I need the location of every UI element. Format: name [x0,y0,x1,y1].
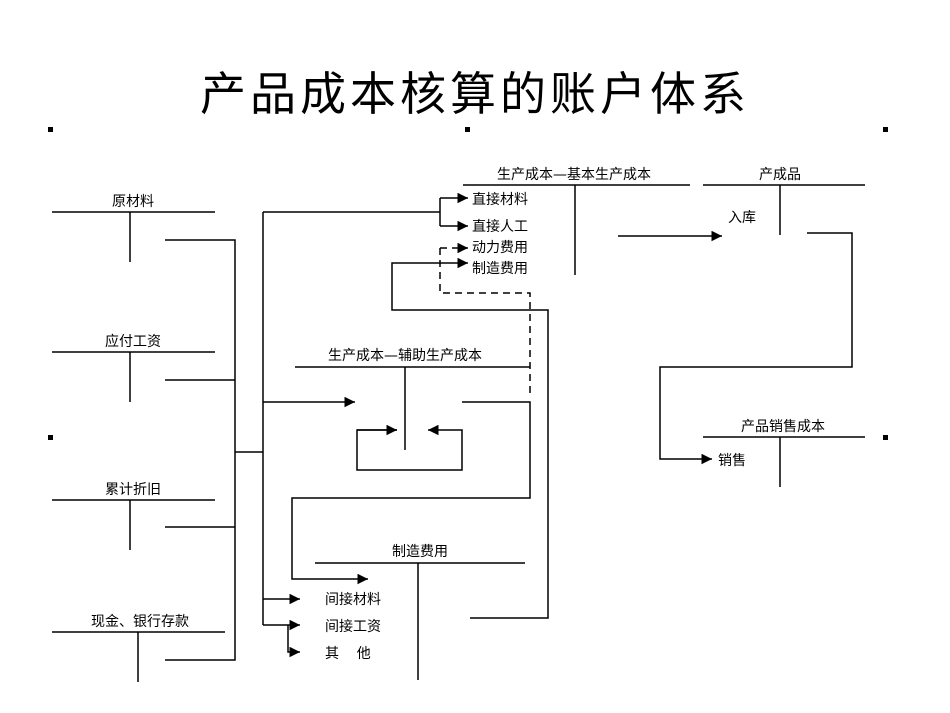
label-warehousing: 入库 [728,210,756,226]
selection-handle-top-left[interactable] [48,127,53,132]
label-finished-goods: 产成品 [759,167,801,183]
label-accum-depreciation: 累计折旧 [105,482,161,498]
item-indirect-wages: 间接工资 [325,618,381,635]
overhead-to-basic [391,257,549,619]
t-account-cost-of-sales [703,436,865,487]
selection-handle-top-right[interactable] [883,127,888,132]
t-account-basic-production [463,184,690,275]
item-direct-materials: 直接材料 [472,191,528,208]
selection-handle-middle-right[interactable] [883,435,888,440]
selection-handle-middle-left[interactable] [48,435,53,440]
credit-line-raw-materials [165,239,236,661]
label-wages-payable: 应付工资 [105,333,161,350]
label-basic-production: 生产成本—基本生产成本 [497,166,651,183]
item-indirect-materials: 间接材料 [325,591,381,608]
t-account-raw-materials [52,211,215,262]
label-sales: 销售 [718,453,746,469]
label-auxiliary-production: 生产成本—辅助生产成本 [328,348,482,364]
label-cash-bank: 现金、银行存款 [91,614,189,630]
t-account-accum-depreciation [52,499,215,550]
t-account-manufacturing-overhead [315,562,525,680]
item-overhead: 制造费用 [472,261,528,277]
item-power-cost: 动力费用 [472,240,528,256]
item-other: 其 他 [325,646,371,662]
arrow-to-other [287,625,300,658]
label-raw-materials: 原材料 [112,194,154,210]
page-title: 产品成本核算的账户体系 [200,67,750,121]
t-account-wages-payable [52,351,215,402]
t-account-cash-bank [52,631,225,682]
item-direct-labor: 直接人工 [472,218,528,235]
distribution-trunk [262,211,440,625]
label-cost-of-sales: 产品销售成本 [741,419,825,435]
t-account-auxiliary-production [295,366,530,450]
auxiliary-to-overhead [291,401,531,585]
finished-to-sales [659,232,853,465]
auxiliary-loop-left [356,424,463,471]
label-manufacturing-overhead: 制造费用 [392,544,448,560]
selection-handle-top-center[interactable] [465,127,470,132]
t-account-finished-goods [703,184,865,235]
power-cost-dashed [439,248,531,395]
